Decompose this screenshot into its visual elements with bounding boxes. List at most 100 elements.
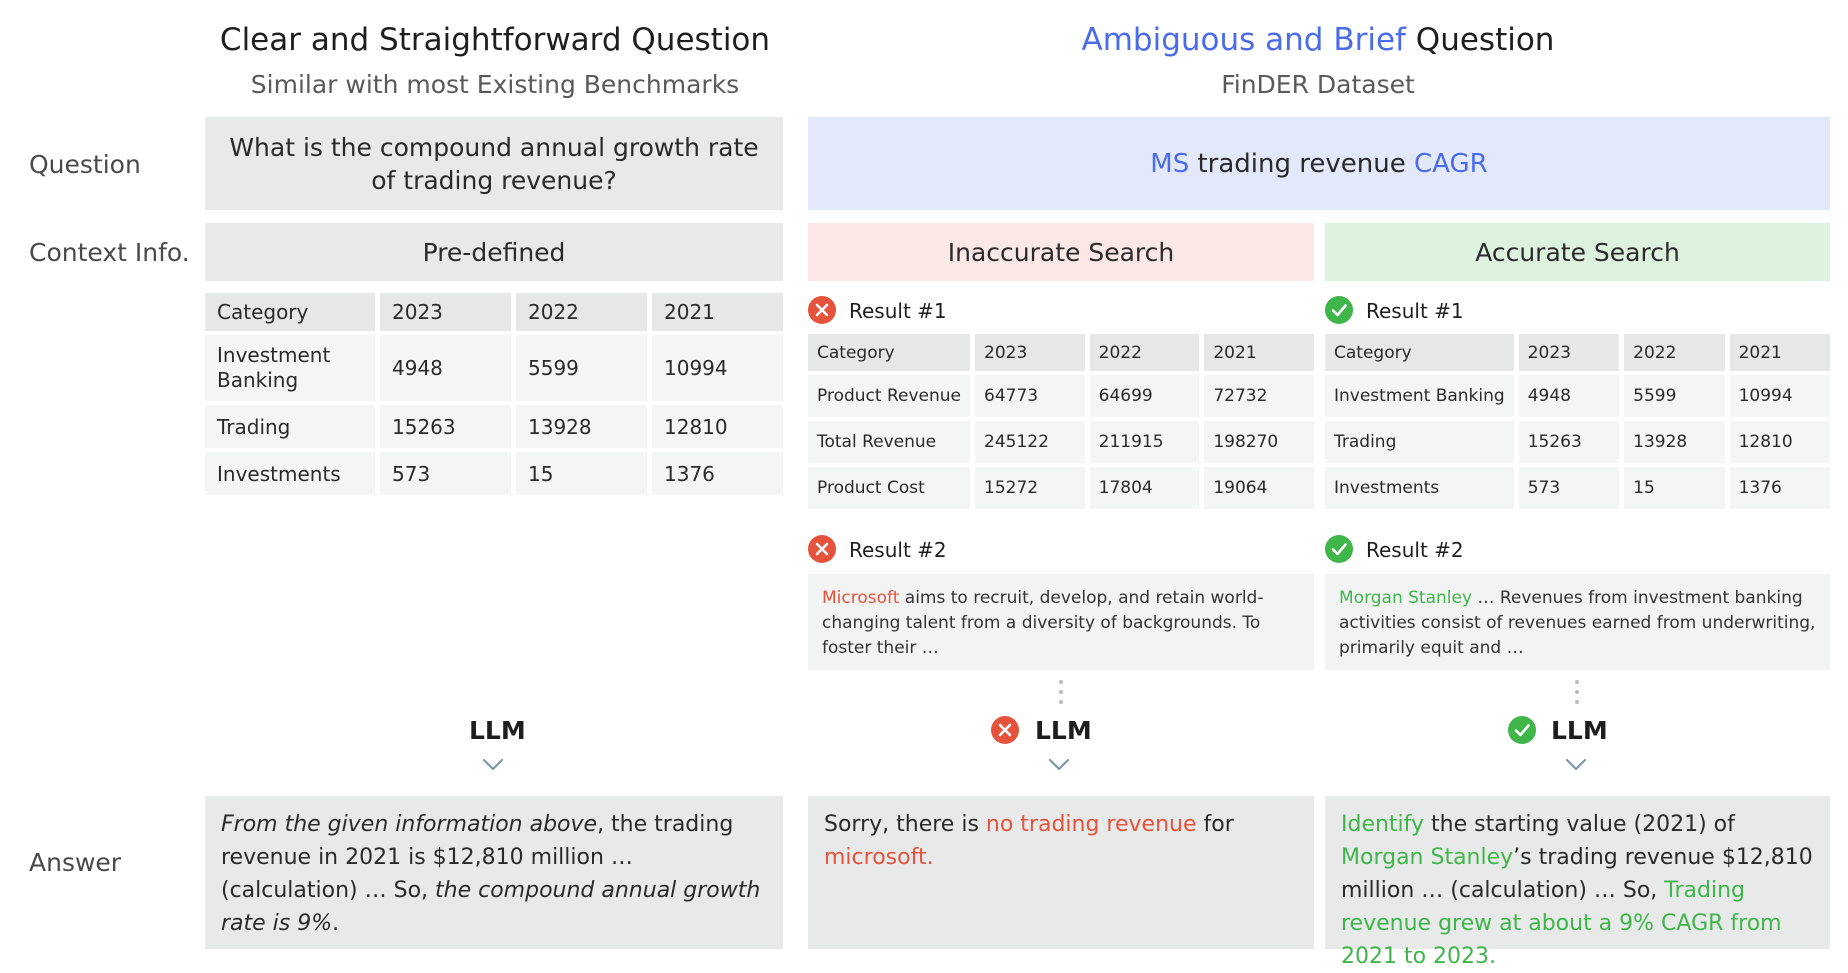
table-cell: Investments	[205, 452, 375, 495]
right-title-rest: Question	[1405, 22, 1555, 58]
answer-text: .	[332, 911, 340, 936]
table-cell: 12810	[652, 405, 783, 448]
snippet-text: … Revenues from investment banking activ…	[1339, 588, 1816, 658]
x-circle-icon	[991, 716, 1019, 744]
right-title-highlight: Ambiguous and Brief	[1081, 22, 1406, 58]
table-row: Product Revenue 64773 64699 72732	[808, 375, 1314, 417]
table-cell: 64699	[1089, 375, 1200, 417]
table-cell: 17804	[1089, 467, 1200, 509]
row-label-context: Context Info.	[29, 238, 190, 267]
table-row: Trading 15263 13928 12810	[205, 405, 783, 448]
row-label-answer: Answer	[29, 848, 122, 877]
table-row: Investment Banking 4948 5599 10994	[205, 335, 783, 401]
table-cell: 72732	[1204, 375, 1314, 417]
table-header-cell: 2021	[1729, 334, 1830, 371]
accurate-result2-label: Result #2	[1366, 538, 1464, 562]
table-cell: 573	[380, 452, 511, 495]
table-cell: Trading	[205, 405, 375, 448]
table-cell: 15	[1624, 467, 1725, 509]
table-cell: 211915	[1089, 421, 1200, 463]
answer-highlight: Trading revenue grew at about a 9% CAGR …	[1341, 878, 1782, 969]
table-cell: 4948	[380, 335, 511, 401]
predefined-header: Pre-defined	[205, 223, 783, 281]
table-cell: 15263	[380, 405, 511, 448]
table-cell: 64773	[975, 375, 1085, 417]
table-cell: 12810	[1729, 421, 1830, 463]
check-circle-icon	[1508, 716, 1536, 744]
table-row: Investments 573 15 1376	[205, 452, 783, 495]
chevron-down-icon	[1048, 758, 1070, 771]
llm-label: LLM	[1551, 716, 1608, 745]
table-header-cell: Category	[808, 334, 970, 371]
table-header-row: Category 2023 2022 2021	[205, 293, 783, 331]
ellipsis-dots-icon	[1574, 680, 1580, 710]
answer-italic: the compound annual growth rate is 9%	[221, 878, 761, 936]
left-subtitle: Similar with most Existing Benchmarks	[250, 70, 740, 99]
table-header-cell: 2023	[380, 293, 511, 331]
x-circle-icon	[808, 296, 836, 324]
chevron-down-icon	[1565, 758, 1587, 771]
table-cell: 1376	[1729, 467, 1830, 509]
table-row: Trading 15263 13928 12810	[1325, 421, 1830, 463]
right-subtitle: FinDER Dataset	[1221, 70, 1415, 99]
check-circle-icon	[1325, 296, 1353, 324]
accurate-search-header: Accurate Search	[1325, 223, 1830, 281]
inaccurate-result2-label: Result #2	[849, 538, 947, 562]
left-question-line2: of trading revenue?	[371, 165, 617, 195]
question-ms: MS	[1150, 148, 1190, 179]
table-cell: 13928	[1624, 421, 1725, 463]
table-cell: 4948	[1518, 375, 1620, 417]
table-cell: 573	[1518, 467, 1620, 509]
snippet-text: aims to recruit, develop, and retain wor…	[822, 588, 1264, 658]
table-cell: 15272	[975, 467, 1085, 509]
table-cell: 19064	[1204, 467, 1314, 509]
table-header-cell: 2021	[652, 293, 783, 331]
answer-text: Sorry, there is	[824, 812, 986, 837]
question-trading-revenue: trading revenue	[1189, 148, 1414, 179]
predefined-table: Category 2023 2022 2021 Investment Banki…	[200, 289, 788, 499]
table-cell: 1376	[652, 452, 783, 495]
accurate-result1-label: Result #1	[1366, 299, 1464, 323]
table-cell: Total Revenue	[808, 421, 970, 463]
answer-highlight: Identify	[1341, 812, 1425, 837]
right-answer-box: Identify the starting value (2021) of Mo…	[1325, 796, 1830, 969]
table-cell: Investments	[1325, 467, 1514, 509]
right-question-box: MS trading revenue CAGR	[808, 117, 1830, 210]
table-cell: 13928	[516, 405, 647, 448]
right-title: Ambiguous and Brief Question	[808, 22, 1828, 58]
table-cell: Investment Banking	[205, 335, 375, 401]
table-header-cell: 2022	[516, 293, 647, 331]
inaccurate-result-table: Category 2023 2022 2021 Product Revenue …	[803, 330, 1319, 513]
table-header-cell: Category	[1325, 334, 1514, 371]
table-cell: 245122	[975, 421, 1085, 463]
table-cell: 15263	[1518, 421, 1620, 463]
x-circle-icon	[808, 535, 836, 563]
table-row: Investments 573 15 1376	[1325, 467, 1830, 509]
answer-text: ’s trading revenue $12,810 million … (ca…	[1341, 845, 1813, 903]
left-answer-box: From the given information above, the tr…	[205, 796, 783, 949]
table-cell: 5599	[1624, 375, 1725, 417]
left-question-box: What is the compound annual growth rate …	[205, 117, 783, 210]
answer-highlight: Morgan Stanley	[1341, 845, 1514, 870]
llm-label: LLM	[469, 716, 526, 745]
inaccurate-snippet: Microsoft aims to recruit, develop, and …	[808, 574, 1314, 670]
left-title: Clear and Straightforward Question	[219, 22, 771, 58]
table-cell: 10994	[652, 335, 783, 401]
table-cell: Investment Banking	[1325, 375, 1514, 417]
chevron-down-icon	[482, 758, 504, 771]
table-header-cell: 2022	[1624, 334, 1725, 371]
snippet-highlight: Microsoft	[822, 588, 900, 608]
row-label-question: Question	[29, 150, 141, 179]
table-cell: 15	[516, 452, 647, 495]
table-header-cell: 2021	[1204, 334, 1314, 371]
accurate-result-table: Category 2023 2022 2021 Investment Banki…	[1320, 330, 1835, 513]
ellipsis-dots-icon	[1058, 680, 1064, 710]
snippet-highlight: Morgan Stanley	[1339, 588, 1473, 608]
answer-highlight: no trading revenue	[985, 812, 1197, 837]
table-cell: Product Revenue	[808, 375, 970, 417]
table-header-cell: 2022	[1089, 334, 1200, 371]
table-row: Investment Banking 4948 5599 10994	[1325, 375, 1830, 417]
table-cell: 5599	[516, 335, 647, 401]
table-header-cell: 2023	[1518, 334, 1620, 371]
accurate-snippet: Morgan Stanley … Revenues from investmen…	[1325, 574, 1830, 670]
